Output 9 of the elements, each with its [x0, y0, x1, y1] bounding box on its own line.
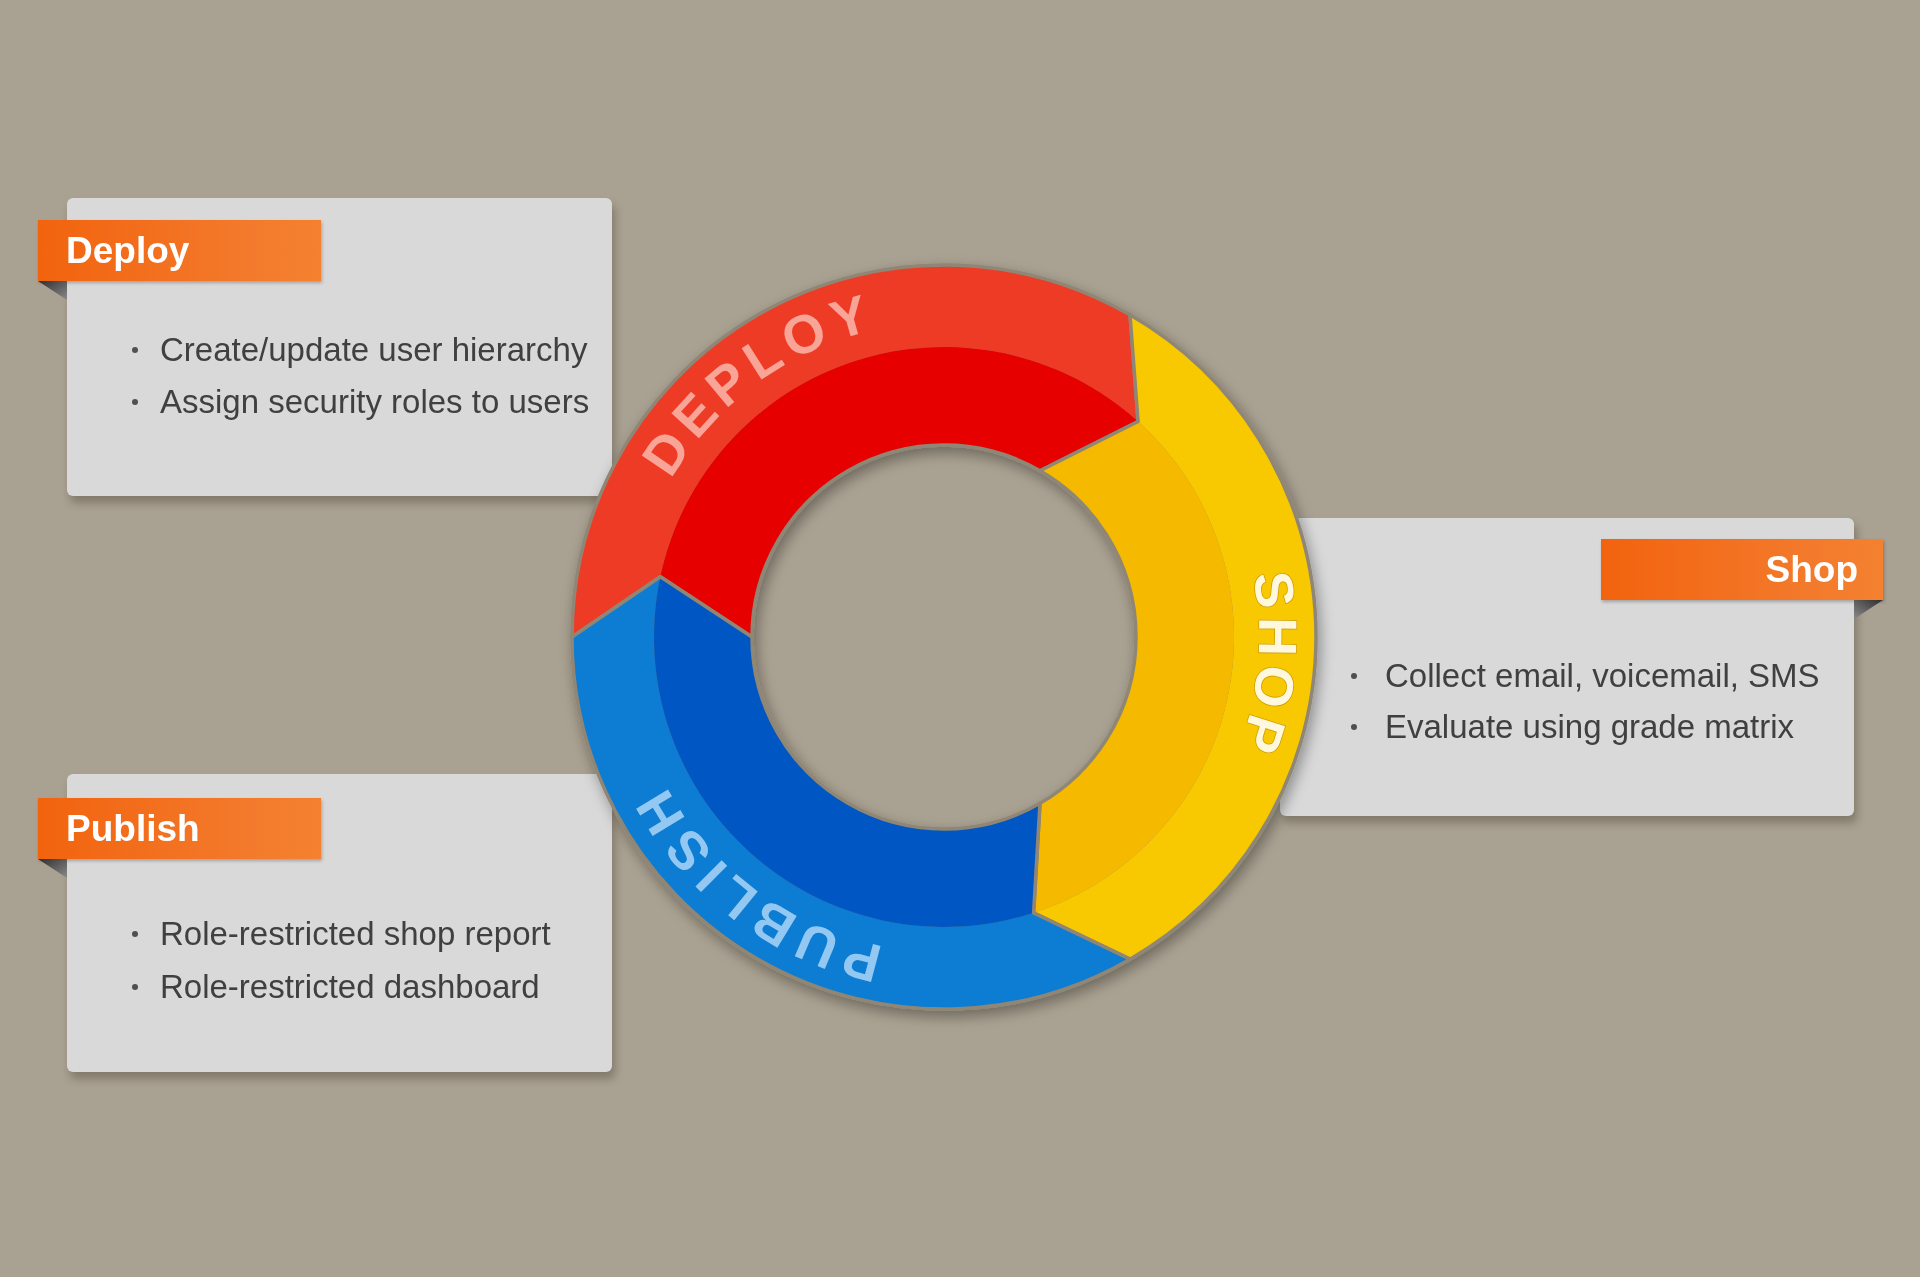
- heading-tag: Deploy: [38, 220, 321, 281]
- list-item: Create/update user hierarchy: [160, 330, 588, 370]
- list-item: Role-restricted shop report: [160, 914, 551, 954]
- list-item: Evaluate using grade matrix: [1385, 707, 1795, 747]
- list-item: Assign security roles to users: [160, 382, 590, 422]
- heading-tag: Publish: [38, 798, 321, 859]
- list-item: Collect email, voicemail, SMS: [1385, 656, 1820, 696]
- list-item: Role-restricted dashboard: [160, 967, 540, 1007]
- heading-tag: Shop: [1601, 539, 1883, 600]
